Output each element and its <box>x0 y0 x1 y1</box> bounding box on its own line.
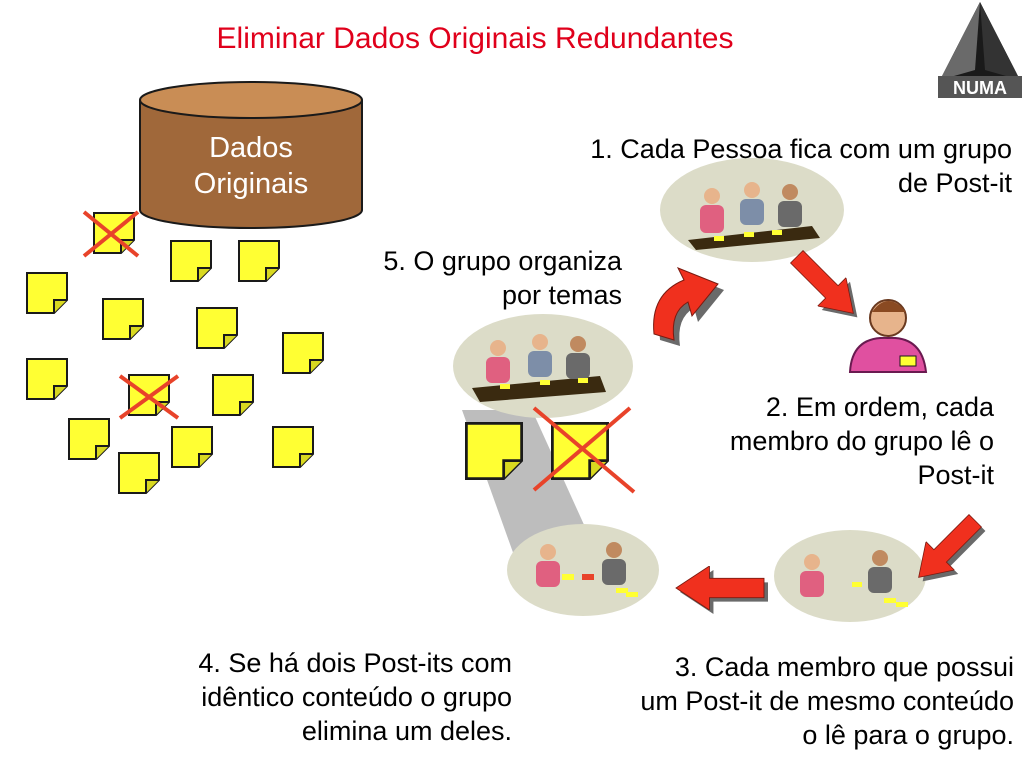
postit-icon <box>212 374 254 416</box>
arrow-step5-curve-icon <box>653 267 724 346</box>
meeting-group-1-icon <box>660 158 844 262</box>
step-4-line-1: 4. Se há dois Post-its com <box>198 648 512 678</box>
arrow-step1-to-2-icon <box>782 242 872 332</box>
arrow-step3-to-4-icon <box>675 566 768 614</box>
step-2-text: 2. Em ordem, cada membro do grupo lê o P… <box>634 390 994 492</box>
step-5-text: 5. O grupo organiza por temas <box>300 244 622 312</box>
step-3-line-3: o lê para o grupo. <box>802 720 1014 750</box>
reader-person-icon <box>848 299 928 373</box>
step-3-line-1: 3. Cada membro que possui <box>674 652 1014 682</box>
postit-icon <box>171 426 213 468</box>
postit-icon <box>238 240 280 282</box>
postit-icon <box>68 418 110 460</box>
postit-pile <box>26 212 324 494</box>
postit-icon <box>272 426 314 468</box>
logo-text: NUMA <box>953 78 1007 98</box>
step-4-line-2: idêntico conteúdo o grupo <box>201 682 512 712</box>
postit-large-icon <box>464 422 524 480</box>
postit-icon <box>26 272 68 314</box>
step-3-text: 3. Cada membro que possui um Post-it de … <box>534 650 1014 752</box>
step-1-line-1: 1. Cada Pessoa fica com um grupo <box>590 134 1012 164</box>
database-cylinder-icon <box>139 81 363 229</box>
step-2-line-2: membro do grupo lê o <box>729 426 994 456</box>
step-2-line-1: 2. Em ordem, cada <box>765 392 994 422</box>
numa-logo <box>938 2 1022 98</box>
meeting-group-5-icon <box>453 314 633 418</box>
postit-icon <box>282 332 324 374</box>
step-1-line-2: de Post-it <box>897 168 1012 198</box>
postit-icon <box>118 452 160 494</box>
step-1-text: 1. Cada Pessoa fica com um grupo de Post… <box>452 132 1012 200</box>
database-label: Dados Originais <box>140 130 362 202</box>
step-2-line-3: Post-it <box>917 460 994 490</box>
cross-mark-icon <box>532 406 636 494</box>
step-5-line-1: 5. O grupo organiza <box>383 246 622 276</box>
database-label-line1: Dados <box>209 132 293 164</box>
meeting-pair-4-icon <box>507 524 659 616</box>
step-3-line-2: um Post-it de mesmo conteúdo <box>640 686 1014 716</box>
slide-title: Eliminar Dados Originais Redundantes <box>216 22 734 55</box>
cross-mark-icon <box>82 210 180 420</box>
postit-icon <box>196 307 238 349</box>
step-5-line-2: por temas <box>501 280 622 310</box>
postit-icon <box>170 240 212 282</box>
step-4-line-3: elimina um deles. <box>301 716 512 746</box>
postit-icon <box>26 358 68 400</box>
meeting-pair-3-icon <box>774 530 926 622</box>
step-4-text: 4. Se há dois Post-its com idêntico cont… <box>90 646 512 748</box>
database-label-line2: Originais <box>193 168 309 200</box>
postit-icon <box>102 298 144 340</box>
